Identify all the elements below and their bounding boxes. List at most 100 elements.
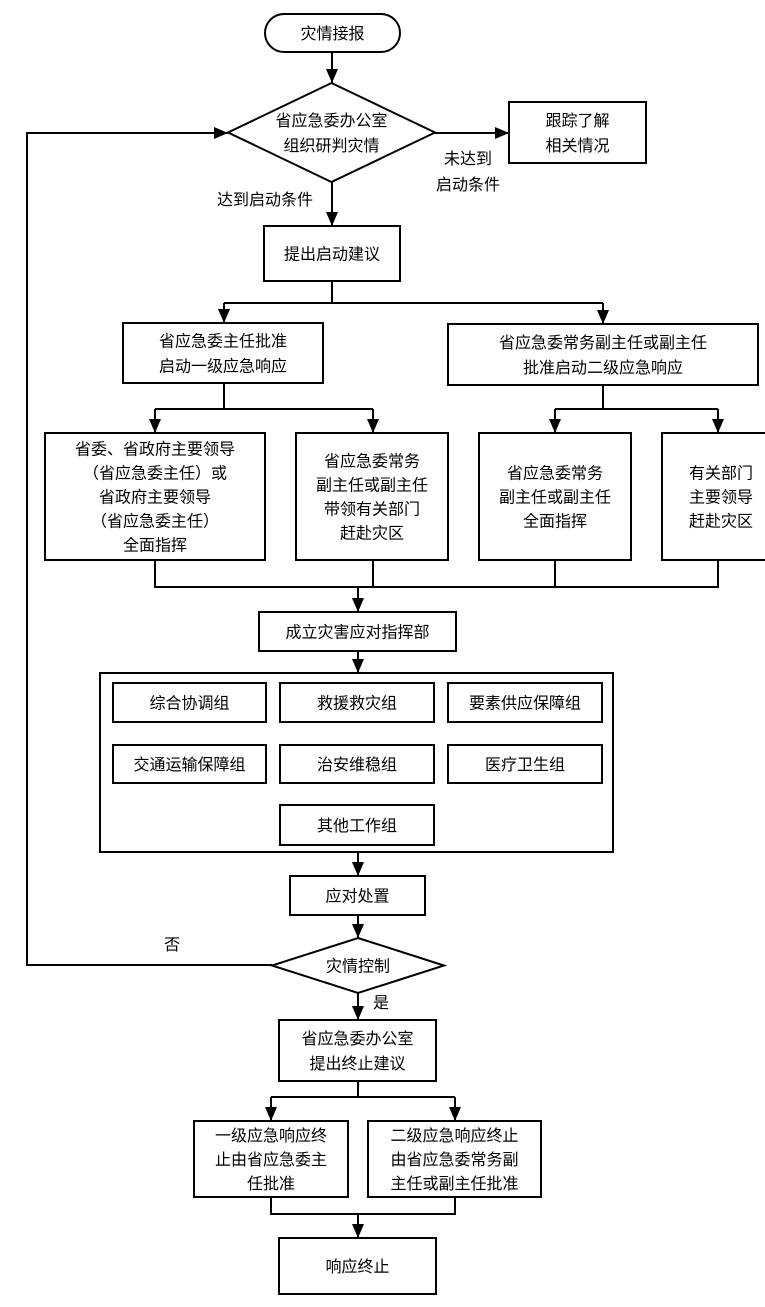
node-g7: 其他工作组 bbox=[279, 804, 435, 846]
arrowhead-icon bbox=[352, 659, 364, 673]
arrowhead-icon bbox=[265, 1107, 277, 1121]
node-text-line: 赶赴灾区 bbox=[689, 512, 753, 531]
terminal-shape bbox=[264, 13, 401, 53]
node-g2: 救援救灾组 bbox=[279, 682, 435, 723]
flow-nodes: 灾情接报省应急委办公室组织研判灾情跟踪了解相关情况提出启动建议省应急委主任批准启… bbox=[44, 13, 765, 1295]
process-shape bbox=[279, 744, 435, 784]
arrowhead-icon bbox=[597, 310, 609, 324]
node-control: 灾情控制 bbox=[268, 936, 448, 995]
arrowhead-icon bbox=[326, 212, 338, 226]
process-shape bbox=[258, 611, 457, 652]
node-text-line: 由省应急委常务副 bbox=[390, 1150, 518, 1169]
node-text-line: 省政府主要领导 bbox=[99, 488, 211, 507]
process-shape bbox=[263, 225, 401, 282]
node-text-line: 省应急委常务副主任或副主任 bbox=[499, 333, 707, 352]
process-shape bbox=[367, 1120, 542, 1198]
node-text-line: 救援救灾组 bbox=[317, 694, 397, 713]
arrowhead-icon bbox=[495, 127, 509, 139]
node-text-line: 其他工作组 bbox=[317, 816, 397, 835]
node-handle: 应对处置 bbox=[289, 875, 426, 916]
arrowhead-icon bbox=[214, 127, 228, 139]
node-start: 灾情接报 bbox=[264, 13, 401, 53]
node-g1: 综合协调组 bbox=[112, 682, 267, 723]
node-text-line: 批准启动二级应急响应 bbox=[523, 358, 683, 377]
arrowhead-icon bbox=[352, 598, 364, 612]
arrowhead-icon bbox=[218, 309, 230, 323]
decision-shape bbox=[268, 936, 448, 995]
node-text-line: 二级应急响应终止 bbox=[390, 1126, 518, 1145]
process-shape bbox=[661, 432, 765, 561]
node-text-line: 任批准 bbox=[247, 1174, 295, 1193]
process-shape bbox=[447, 323, 759, 386]
node-text-line: 提出终止建议 bbox=[309, 1054, 405, 1073]
node-text-line: 主任或副主任批准 bbox=[390, 1174, 518, 1193]
process-shape bbox=[112, 744, 267, 784]
arrowhead-icon bbox=[352, 862, 364, 876]
node-text-line: 省应急委主任批准 bbox=[159, 332, 287, 351]
process-shape bbox=[278, 1019, 437, 1082]
node-text-line: 应对处置 bbox=[325, 887, 389, 906]
process-shape bbox=[289, 875, 426, 916]
arrowhead-icon bbox=[549, 419, 561, 433]
decision-shape bbox=[225, 81, 438, 184]
process-shape bbox=[112, 682, 267, 723]
process-shape bbox=[447, 682, 603, 723]
process-shape bbox=[44, 432, 266, 561]
arrowhead-icon bbox=[352, 1224, 364, 1238]
edge-label-text: 是 bbox=[373, 993, 389, 1012]
connectors bbox=[26, 52, 724, 1238]
node-text-line: 主要领导 bbox=[689, 488, 753, 507]
node-text-line: 灾情接报 bbox=[300, 24, 364, 43]
node-text-line: 成立灾害应对指挥部 bbox=[285, 623, 429, 642]
node-text-line: （省应急委主任） bbox=[91, 512, 219, 531]
node-text-line: 组织研判灾情 bbox=[283, 136, 379, 155]
node-text-line: 医疗卫生组 bbox=[485, 755, 565, 774]
edge-label-text: 否 bbox=[164, 935, 180, 954]
node-text-line: 治安维稳组 bbox=[317, 755, 397, 774]
process-shape bbox=[447, 744, 603, 784]
process-shape bbox=[278, 1237, 437, 1295]
node-text-line: 省应急委常务 bbox=[507, 464, 603, 483]
edge-label-text: 启动条件 bbox=[436, 175, 500, 194]
node-text-line: 副主任或副主任 bbox=[499, 488, 611, 507]
node-text-line: 响应终止 bbox=[325, 1257, 389, 1276]
node-text-line: 全面指挥 bbox=[523, 512, 587, 531]
node-g6: 医疗卫生组 bbox=[447, 744, 603, 784]
node-text-line: 带领有关部门 bbox=[324, 500, 420, 519]
node-propose: 提出启动建议 bbox=[263, 225, 401, 282]
node-end: 响应终止 bbox=[278, 1237, 437, 1295]
node-hq: 成立灾害应对指挥部 bbox=[258, 611, 457, 652]
arrowhead-icon bbox=[149, 419, 161, 433]
node-text-line: （省应急委主任）或 bbox=[83, 464, 227, 483]
process-shape bbox=[122, 322, 324, 384]
connector-line bbox=[154, 560, 719, 588]
process-shape bbox=[508, 101, 647, 164]
edge-label-met: 达到启动条件 bbox=[217, 190, 313, 209]
node-g4: 交通运输保障组 bbox=[112, 744, 267, 784]
node-text-line: 提出启动建议 bbox=[284, 245, 380, 264]
connector-line bbox=[26, 132, 272, 966]
node-text-line: 止由省应急委主 bbox=[215, 1150, 327, 1169]
process-shape bbox=[193, 1120, 349, 1198]
process-shape bbox=[279, 804, 435, 846]
node-text-line: 有关部门 bbox=[689, 464, 753, 483]
node-text-line: 灾情控制 bbox=[326, 957, 390, 976]
arrowhead-icon bbox=[326, 69, 338, 83]
arrowhead-icon bbox=[449, 1107, 461, 1121]
node-g3: 要素供应保障组 bbox=[447, 682, 603, 723]
node-text-line: 启动一级应急响应 bbox=[159, 357, 287, 376]
edge-label-text: 未达到 bbox=[444, 149, 492, 168]
